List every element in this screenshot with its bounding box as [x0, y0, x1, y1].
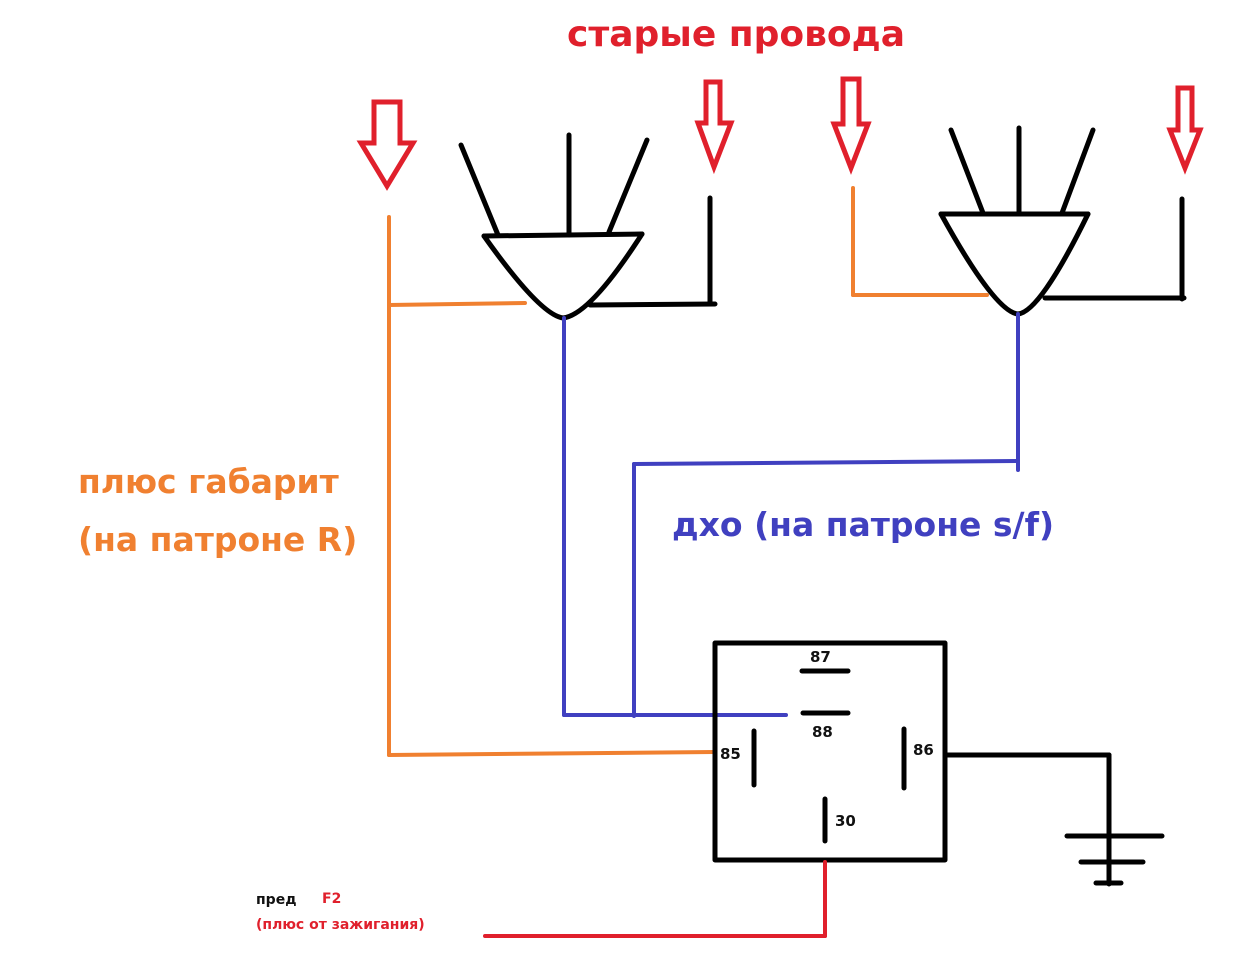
old-wire-arrow-2 — [694, 79, 735, 175]
parking-plus-label: плюс габарит — [78, 462, 339, 501]
relay-pin-86-label: 86 — [913, 741, 934, 759]
bulb-socket-1 — [458, 132, 718, 321]
fuse-note-prefix: пред — [256, 892, 297, 908]
old-wire-arrow-3 — [830, 76, 872, 175]
old-wire-arrows — [356, 76, 1204, 191]
old-wire-arrow-4 — [1166, 85, 1204, 175]
ignition-note: (плюс от зажигания) — [256, 917, 425, 933]
ground-wire — [942, 752, 1112, 887]
ground-icon — [1064, 833, 1165, 886]
relay — [712, 640, 948, 863]
relay-pin-88-label: 88 — [812, 723, 833, 741]
ignition-wire — [483, 860, 827, 938]
fuse-note-f2: F2 — [322, 891, 342, 907]
diagram-title: старые провода — [567, 14, 906, 55]
relay-pin-30-label: 30 — [835, 812, 856, 830]
parking-plus-wires — [387, 186, 989, 757]
old-wire-arrow-1 — [356, 99, 418, 191]
bulb-socket-2 — [938, 125, 1187, 317]
drl-label: дхо (на патроне s/f) — [672, 505, 1055, 544]
drl-wires — [562, 312, 1020, 718]
relay-pin-85-label: 85 — [720, 745, 741, 763]
relay-pin-87-label: 87 — [810, 648, 831, 666]
parking-plus-sublabel: (на патроне R) — [78, 520, 358, 559]
